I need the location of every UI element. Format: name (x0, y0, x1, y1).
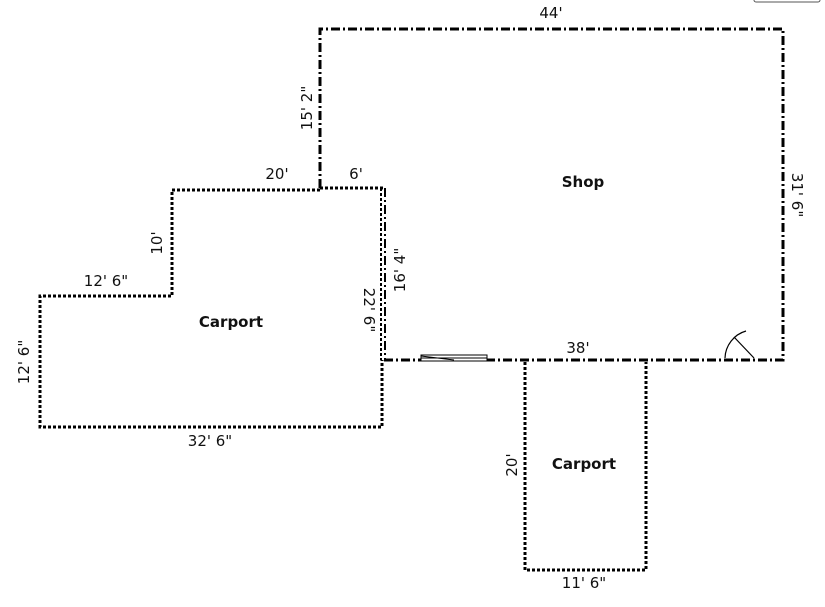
dim-shop-bottom: 38' (566, 339, 589, 357)
dim-carport2-bottom: 11' 6" (562, 574, 606, 592)
dim-carport2-side: 20' (503, 453, 521, 476)
dim-shop-top: 44' (539, 4, 562, 22)
carport-left-outline (38, 188, 384, 429)
room-label-carport-left: Carport (199, 313, 263, 331)
window-icon (420, 354, 488, 362)
dim-notch-6: 6' (349, 165, 363, 183)
carport-bottom-outline (523, 362, 648, 572)
dim-carport-left-side: 12' 6" (15, 340, 33, 384)
shop-outline (318, 27, 785, 362)
room-label-carport-bottom: Carport (552, 455, 616, 473)
dim-carport-step-vertical: 10' (148, 231, 166, 254)
room-label-shop: Shop (562, 173, 605, 191)
dim-carport-step-horizontal: 12' 6" (84, 272, 128, 290)
dim-shop-left-upper: 15' 2" (298, 86, 316, 130)
shared-wall (320, 186, 386, 360)
dim-carport-top: 20' (265, 165, 288, 183)
cropped-corner-tab (753, 0, 821, 3)
door-swing-icon (724, 330, 755, 359)
dim-carport-right-side: 22' 6" (360, 288, 378, 332)
dim-shop-right: 31' 6" (788, 173, 806, 217)
dim-shop-left-lower: 16' 4" (391, 248, 409, 292)
dim-carport-bottom-side: 32' 6" (188, 432, 232, 450)
